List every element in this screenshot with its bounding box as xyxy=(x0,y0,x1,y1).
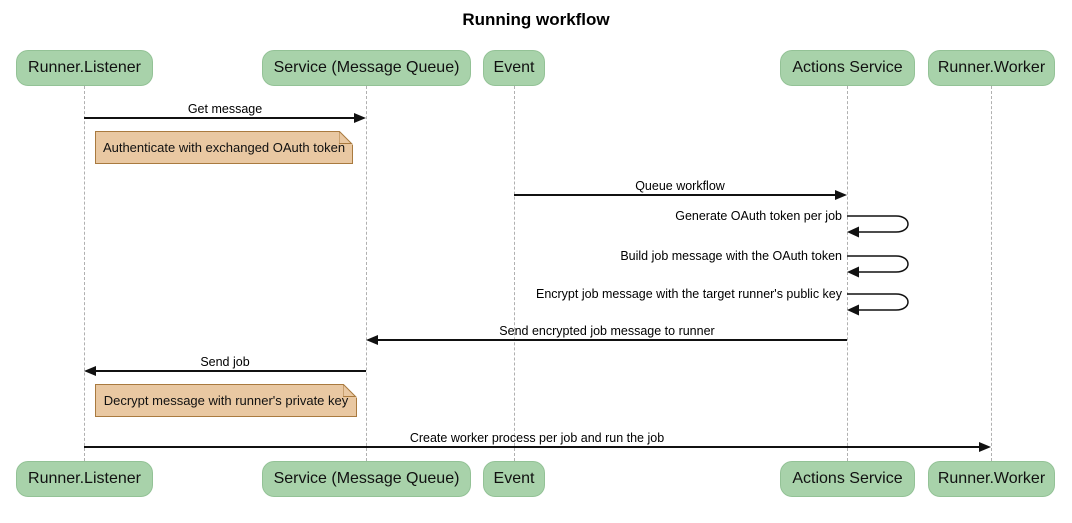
participant-service-mq-top: Service (Message Queue) xyxy=(262,50,471,86)
message-label-encrypt-job-message: Encrypt job message with the target runn… xyxy=(535,287,842,301)
note-fold-icon xyxy=(343,384,357,398)
message-label-queue-workflow: Queue workflow xyxy=(635,179,725,193)
lifeline-actions-service xyxy=(847,86,848,461)
participant-label: Event xyxy=(493,59,535,76)
participant-actions-service-top: Actions Service xyxy=(780,50,915,86)
participant-service-mq-bottom: Service (Message Queue) xyxy=(262,461,471,497)
note-authenticate: Authenticate with exchanged OAuth token xyxy=(95,131,353,164)
arrowhead xyxy=(354,113,366,123)
participant-label: Actions Service xyxy=(792,59,903,76)
message-label-send-encrypted: Send encrypted job message to runner xyxy=(499,324,715,338)
participant-label: Runner.Listener xyxy=(28,470,141,487)
lifeline-event xyxy=(514,86,515,461)
participant-label: Service (Message Queue) xyxy=(273,470,460,487)
participant-label: Runner.Worker xyxy=(937,59,1046,76)
lifeline-runner-worker xyxy=(991,86,992,461)
message-label-create-worker: Create worker process per job and run th… xyxy=(409,431,665,445)
lifeline-service-mq xyxy=(366,86,367,461)
self-loop-arrow xyxy=(847,215,909,238)
participant-event-bottom: Event xyxy=(483,461,545,497)
participant-actions-service-bottom: Actions Service xyxy=(780,461,915,497)
diagram-title: Running workflow xyxy=(462,10,610,29)
participant-label: Actions Service xyxy=(792,470,903,487)
self-loop-arrow xyxy=(847,255,909,278)
message-label-get-message: Get message xyxy=(187,102,263,116)
message-label-send-job: Send job xyxy=(200,355,250,369)
participant-label: Runner.Listener xyxy=(28,59,141,76)
participant-runner-listener-bottom: Runner.Listener xyxy=(16,461,153,497)
note-text: Decrypt message with runner's private ke… xyxy=(103,393,349,408)
participant-runner-worker-bottom: Runner.Worker xyxy=(928,461,1055,497)
message-label-generate-oauth: Generate OAuth token per job xyxy=(675,209,842,223)
participant-label: Event xyxy=(493,470,535,487)
note-text: Authenticate with exchanged OAuth token xyxy=(102,140,346,155)
message-arrow-get-message xyxy=(84,117,356,119)
arrowhead xyxy=(835,190,847,200)
self-loop-arrow xyxy=(847,293,909,316)
participant-runner-listener-top: Runner.Listener xyxy=(16,50,153,86)
message-arrow-create-worker xyxy=(84,446,979,448)
participant-event-top: Event xyxy=(483,50,545,86)
arrowhead xyxy=(366,335,378,345)
participant-label: Service (Message Queue) xyxy=(273,59,460,76)
arrowhead xyxy=(84,366,96,376)
arrowhead xyxy=(979,442,991,452)
message-label-build-job-message: Build job message with the OAuth token xyxy=(620,249,842,263)
message-arrow-send-encrypted xyxy=(378,339,847,341)
note-fold-icon xyxy=(339,131,353,145)
message-arrow-queue-workflow xyxy=(514,194,837,196)
participant-runner-worker-top: Runner.Worker xyxy=(928,50,1055,86)
note-decrypt: Decrypt message with runner's private ke… xyxy=(95,384,357,417)
message-arrow-send-job xyxy=(96,370,366,372)
participant-label: Runner.Worker xyxy=(937,470,1046,487)
lifeline-runner-listener xyxy=(84,86,85,461)
